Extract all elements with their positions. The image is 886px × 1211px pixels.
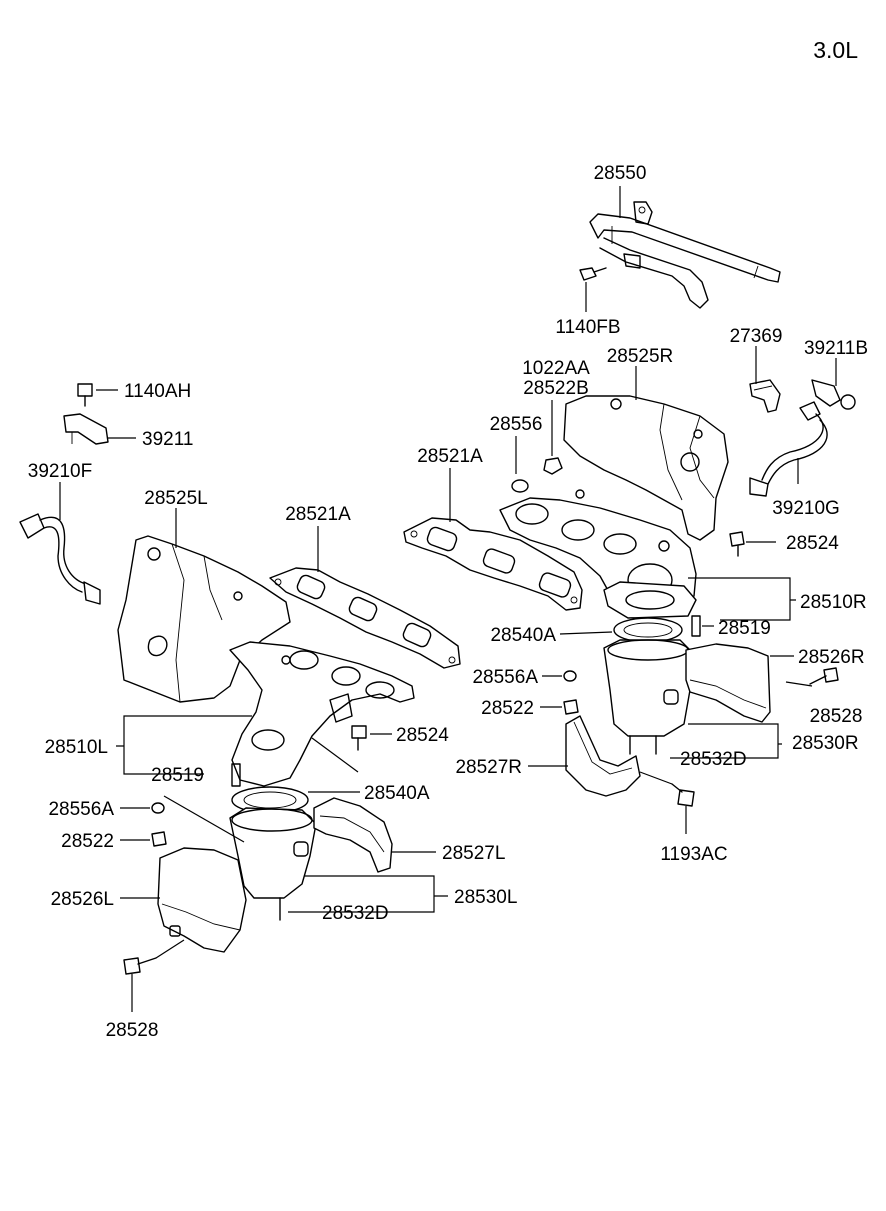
label-28524-left: 28524 [396,725,449,746]
label-28510R: 28510R [800,592,867,613]
protector-28527R [565,715,641,797]
gasket-28540A-right-inner [623,622,673,638]
label-1140FB: 1140FB [555,317,620,338]
manifold-28510L [229,641,415,787]
label-1022AA: 1022AA [522,358,590,379]
label-1193AC: 1193AC [660,844,727,865]
heat-protector-28526L [157,847,247,953]
nut-28522B [543,457,563,475]
label-28550: 28550 [594,163,647,184]
oxygen-sensor-39210F [19,513,101,605]
gasket-28540A-left-inner [243,791,297,809]
nut-28522-right [563,699,579,715]
protector-28527L [313,797,393,873]
bracket-39211 [63,413,109,445]
leader-28530L [288,875,448,913]
pipe-assembly-28550 [589,201,781,309]
label-39210F: 39210F [28,461,92,482]
label-28522B: 28522B [523,378,589,399]
label-28556A-right: 28556A [472,667,538,688]
bolt-28528-right [809,667,839,685]
label-28530L: 28530L [454,887,517,908]
label-28532D-left: 28532D [322,903,389,924]
label-28556-top: 28556 [490,414,543,435]
gasket-28521A-right [403,517,583,611]
label-28525R: 28525R [607,346,674,367]
label-39211: 39211 [142,429,193,450]
label-28527L: 28527L [442,843,505,864]
catalytic-converter-28530R [603,639,693,755]
leader-28530R [670,723,782,759]
label-28540A-left: 28540A [364,783,430,804]
stud-28519-right [691,615,701,637]
label-28510L: 28510L [45,737,108,758]
label-28526R: 28526R [798,647,865,668]
oxygen-sensor-39210G [749,401,828,497]
bolt-1140FB [579,267,607,281]
stud-28519-left [231,763,241,787]
label-28528-left: 28528 [106,1020,159,1041]
label-28521A-left: 28521A [285,504,351,525]
heat-protector-28526R [685,643,771,723]
bolt-28528-left [123,957,157,975]
label-28519-left: 28519 [151,765,204,786]
label-28526L: 28526L [51,889,114,910]
label-28522-left: 28522 [61,831,114,852]
label-28524-right: 28524 [786,533,839,554]
bolt-28524-left [351,725,367,739]
label-28556A-left: 28556A [48,799,114,820]
washer-28556 [511,479,529,493]
label-39210G: 39210G [772,498,840,519]
nut-28522-left [151,831,167,847]
engine-size-label: 3.0L [813,37,858,63]
label-39211B: 39211B [804,338,868,359]
heat-shield-28525R [563,395,729,541]
label-28519-right: 28519 [718,618,771,639]
leader-28556A-left-b [163,795,245,843]
clip-39211B [811,379,856,410]
label-27369: 27369 [730,326,783,347]
label-28527R: 28527R [455,757,522,778]
catalytic-converter-28530L [229,807,317,921]
leader-28510L [116,715,252,775]
label-28525L: 28525L [144,488,207,509]
leader-28540A-right [559,631,613,635]
label-1140AH: 1140AH [124,381,191,402]
manifold-28510R [499,489,697,619]
bracket-27369 [749,379,781,413]
bolt-1140AH [77,383,93,407]
label-28532D-right: 28532D [680,749,747,770]
bolt-1193AC [671,783,695,807]
leader-28524-left-b [311,737,359,773]
label-28540A-right: 28540A [490,625,556,646]
gasket-28521A-left [269,567,461,669]
washer-28556A-left [151,802,165,814]
label-28521A-right: 28521A [417,446,483,467]
heat-shield-28525L [117,535,291,703]
label-28522-right: 28522 [481,698,534,719]
leader-1193AC-b [639,771,673,785]
label-28530R: 28530R [792,733,859,754]
washer-28556A-right [563,670,577,682]
leader-28528-left-b [155,939,185,959]
label-28528-right: 28528 [810,706,863,727]
leader-28528-right [785,681,813,687]
leader-28510R [688,577,796,621]
bolt-28524-right [729,531,745,547]
